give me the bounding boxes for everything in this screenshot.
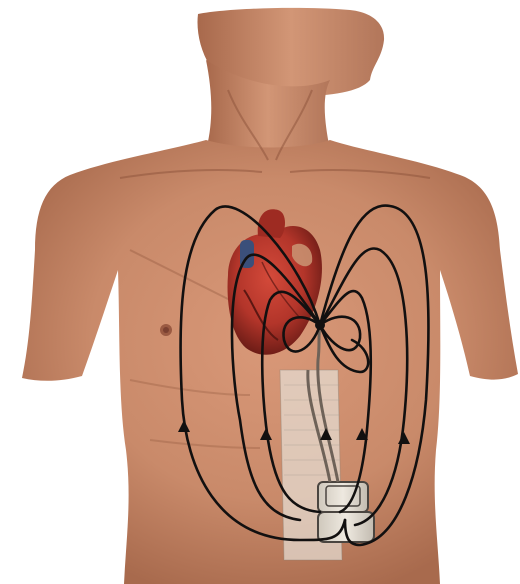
nipple (160, 324, 172, 336)
field-focal-point (315, 320, 325, 330)
